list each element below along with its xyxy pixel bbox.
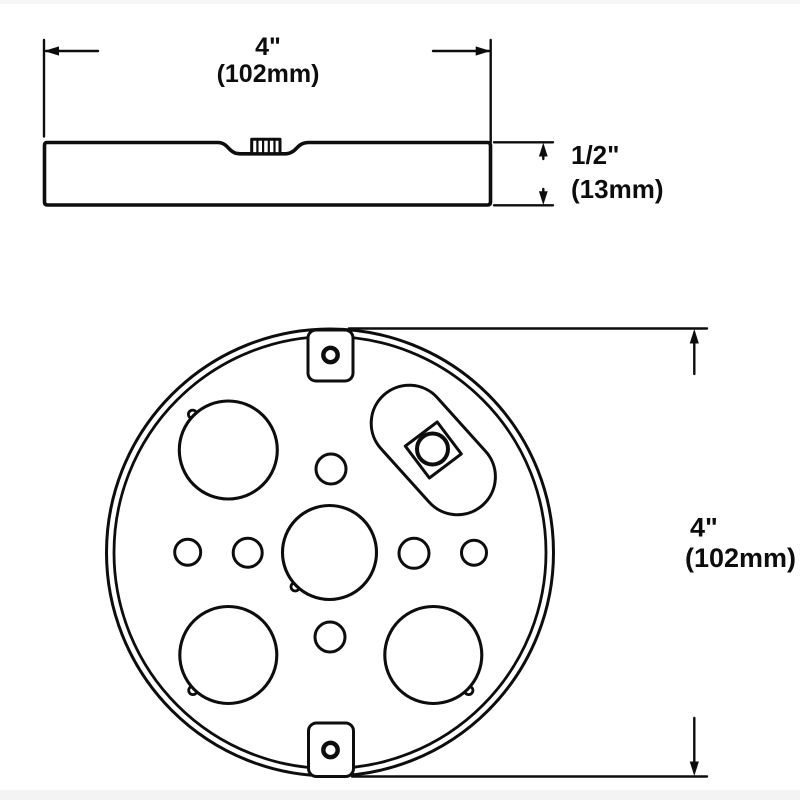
arrowhead-left-icon [44, 46, 59, 56]
ear-top [306, 328, 355, 383]
side-profile-view: 4" (102mm) 1/2" (13mm) [42, 33, 663, 207]
knockout-center [280, 503, 379, 602]
hole-bottom-center [313, 620, 347, 654]
width-label-inches: 4" [255, 33, 281, 61]
arrowhead-down-icon [689, 761, 699, 776]
top-edge-band [0, 0, 800, 4]
clamp-screw-hole [414, 431, 450, 467]
clamp-diamond-plate [403, 420, 463, 480]
diameter-label-metric: (102mm) [685, 543, 796, 573]
hole-top-center [314, 452, 348, 486]
knockout-top-left [177, 399, 279, 501]
large-knockouts [177, 399, 484, 706]
ear-top-screw-hole [321, 345, 340, 365]
diameter-dimension [689, 329, 699, 776]
arrowhead-up-icon [689, 329, 699, 344]
diameter-label-inches: 4" [690, 513, 718, 543]
width-dimension [42, 38, 492, 144]
arrowhead-down-icon [538, 191, 548, 205]
thickness-label-inches: 1/2" [571, 140, 619, 170]
arrowhead-right-icon [475, 46, 491, 56]
knockout-bottom-right [383, 604, 484, 706]
small-holes [173, 452, 488, 654]
hole-mid-far-right [460, 538, 488, 567]
thickness-dimension [492, 141, 555, 207]
ear-bottom [307, 721, 355, 778]
hole-mid-right [397, 536, 431, 570]
box-profile-outline [42, 140, 493, 207]
plan-view: 4" (102mm) [105, 327, 796, 778]
width-label-metric: (102mm) [217, 60, 320, 88]
clamp-screw-block [250, 137, 282, 156]
thickness-label-metric: (13mm) [571, 174, 663, 204]
mounting-ears [306, 328, 355, 778]
bottom-edge-band [0, 790, 800, 800]
hole-mid-left [231, 536, 264, 569]
ear-bottom-screw-hole [321, 740, 340, 760]
cable-clamp [369, 383, 497, 517]
hole-mid-far-left [173, 537, 203, 567]
arrowhead-up-icon [538, 142, 548, 157]
knockout-bottom-left [178, 604, 279, 706]
